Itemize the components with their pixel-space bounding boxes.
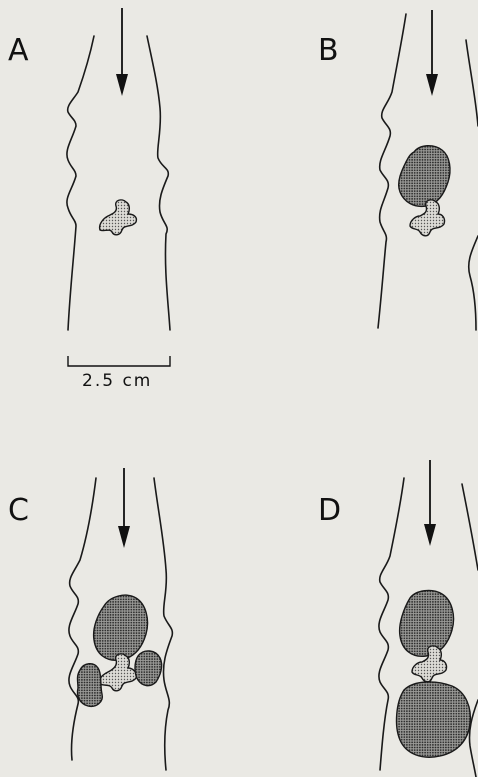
- panel-b: B: [318, 10, 478, 330]
- scale-bar: 2.5 cm: [68, 356, 170, 391]
- thrombus-small-c: [100, 654, 137, 691]
- thrombus-right-c: [135, 651, 162, 686]
- thrombus-bottom-d: [397, 682, 471, 757]
- flow-arrow-c: [118, 468, 130, 548]
- thrombus-left-c: [77, 664, 102, 707]
- vessel-wall-right-c: [154, 478, 172, 770]
- vessel-wall-left-c: [69, 478, 96, 760]
- panel-a: A 2.5 cm: [8, 8, 170, 391]
- panel-c-label: C: [8, 493, 29, 528]
- scale-bar-label: 2.5 cm: [82, 371, 152, 391]
- vessel-wall-right-b: [466, 40, 478, 330]
- panel-c: C: [8, 468, 172, 770]
- panel-d: D: [318, 460, 478, 777]
- panel-a-label: A: [8, 33, 29, 68]
- vessel-wall-right-a: [147, 36, 170, 330]
- thrombus-large-c: [94, 595, 148, 660]
- flow-arrow-a: [116, 8, 128, 96]
- panel-b-label: B: [318, 33, 339, 68]
- flow-arrow-d: [424, 460, 436, 546]
- panel-d-label: D: [318, 493, 341, 528]
- thrombus-large-b: [399, 146, 450, 207]
- vessel-wall-left-a: [67, 36, 94, 330]
- thrombus-small-a: [100, 200, 137, 235]
- thrombus-large-d: [400, 591, 454, 657]
- flow-arrow-b: [426, 10, 438, 96]
